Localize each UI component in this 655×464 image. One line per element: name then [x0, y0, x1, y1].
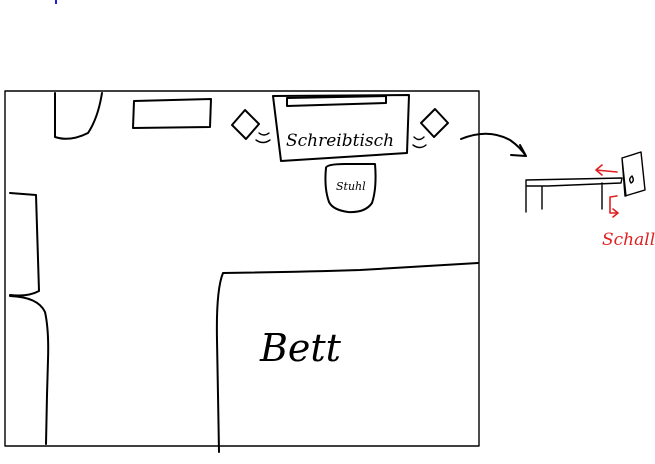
- sound-arrow-down: [609, 195, 619, 218]
- desk-monitor: [286, 95, 387, 107]
- bed-label: Bett: [259, 326, 342, 370]
- right-sound-waves: [412, 136, 427, 149]
- left-cabinet: [9, 192, 40, 297]
- detail-arrow: [460, 132, 527, 157]
- door-shape: [54, 92, 103, 140]
- left-bench: [9, 295, 50, 445]
- detail-speaker: [621, 151, 646, 197]
- bed-shape: [215, 262, 479, 453]
- desk-shape: [272, 94, 410, 162]
- desk-label: Schreibtisch: [286, 131, 394, 151]
- chair-label: Stuhl: [336, 180, 366, 193]
- shelf-shape: [132, 98, 212, 129]
- right-speaker: [420, 108, 449, 138]
- chair-shape: [324, 163, 377, 214]
- left-sound-waves: [255, 132, 271, 144]
- room-outline: [4, 90, 480, 447]
- sound-label: Schall: [602, 230, 655, 250]
- left-speaker: [231, 109, 260, 140]
- sound-arrow-horizontal: [595, 164, 618, 176]
- detail-desk: [525, 177, 623, 213]
